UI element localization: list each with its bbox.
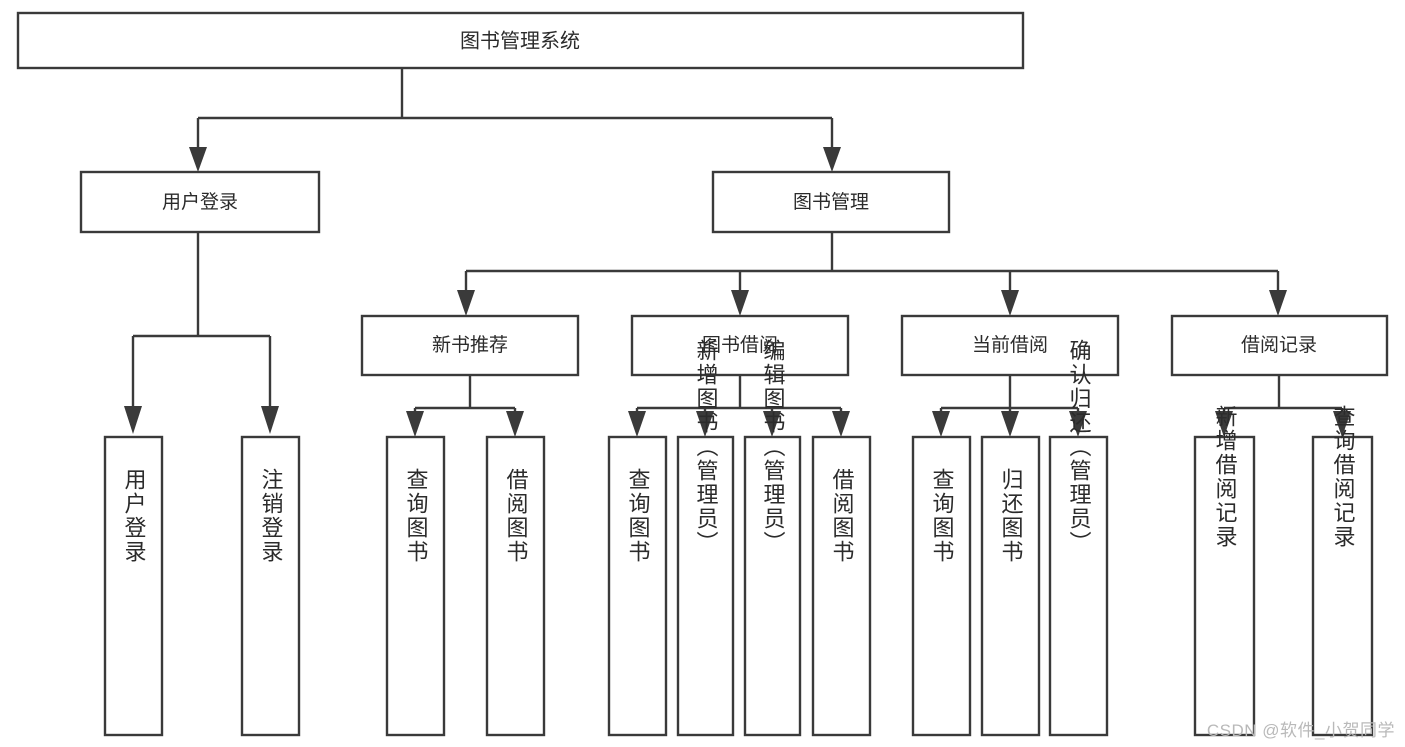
- leaf-current-borrow-query-box[interactable]: [911, 435, 972, 737]
- node-borrow-record[interactable]: 借阅记录: [1170, 314, 1389, 377]
- node-root[interactable]: 图书管理系统: [16, 11, 1025, 70]
- node-user-login-label: 用户登录: [162, 191, 238, 213]
- leaf-current-borrow-return[interactable]: 归还图书: [980, 435, 1041, 737]
- leaf-user-login-logout-box[interactable]: [240, 435, 301, 737]
- leaf-new-book-query[interactable]: 查询图书: [385, 435, 446, 737]
- arrow-bookmanage-b2: [731, 290, 749, 316]
- leaf-borrow-record-query[interactable]: 查询借阅记录: [1311, 405, 1374, 737]
- node-book-manage-box[interactable]: [711, 170, 951, 234]
- leaf-current-borrow-confirm-label: 确认归还（管理员）: [1067, 339, 1092, 555]
- leaf-new-book-borrow-label: 借阅图书: [504, 468, 529, 564]
- leaf-new-book-query-label: 查询图书: [404, 468, 429, 564]
- leaf-borrow-record-add-box[interactable]: [1193, 435, 1256, 737]
- node-new-book-recommend-label: 新书推荐: [432, 334, 508, 356]
- arrow-userlogin-b2: [261, 406, 279, 434]
- node-current-borrow-label: 当前借阅: [972, 334, 1048, 356]
- arrow-borrowbook-b3: [763, 411, 781, 437]
- node-book-borrow-label: 图书借阅: [702, 334, 778, 356]
- edges-root: [189, 68, 841, 172]
- node-borrow-record-label: 借阅记录: [1241, 334, 1317, 356]
- leaf-new-book-borrow-box[interactable]: [485, 435, 546, 737]
- leaf-user-login-logout-label: 注销登录: [259, 468, 284, 564]
- leaf-user-login-logout[interactable]: 注销登录: [240, 435, 301, 737]
- arrow-currentborrow-b3: [1069, 411, 1087, 437]
- arrow-newbook-b2: [506, 411, 524, 437]
- edges-borrow-book: [628, 375, 850, 437]
- node-new-book-recommend[interactable]: 新书推荐: [360, 314, 580, 377]
- leaf-user-login-login[interactable]: 用户登录: [103, 435, 164, 737]
- node-book-manage-label: 图书管理: [793, 191, 869, 213]
- leaf-new-book-query-box[interactable]: [385, 435, 446, 737]
- arrow-userlogin-b1: [124, 406, 142, 434]
- leaf-book-borrow-borrow-label: 借阅图书: [830, 468, 855, 564]
- leaf-book-borrow-borrow-box[interactable]: [811, 435, 872, 737]
- arrow-root-to-book-manage: [823, 147, 841, 172]
- leaf-book-borrow-edit-box[interactable]: [743, 435, 802, 737]
- leaf-borrow-record-add-label: 新增借阅记录: [1213, 405, 1238, 549]
- arrow-borrowbook-b1: [628, 411, 646, 437]
- leaf-book-borrow-edit[interactable]: 编辑图书（管理员）: [743, 339, 802, 737]
- leaf-book-borrow-query[interactable]: 查询图书: [607, 435, 668, 737]
- node-borrow-record-box[interactable]: [1170, 314, 1389, 377]
- node-book-manage[interactable]: 图书管理: [711, 170, 951, 234]
- leaf-user-login-login-label: 用户登录: [122, 468, 147, 564]
- edges-new-book: [406, 375, 524, 437]
- leaf-current-borrow-return-label: 归还图书: [999, 468, 1024, 564]
- leaf-user-login-login-box[interactable]: [103, 435, 164, 737]
- node-user-login[interactable]: 用户登录: [79, 170, 321, 234]
- node-current-borrow-box[interactable]: [900, 314, 1120, 377]
- arrow-currentborrow-b2: [1001, 411, 1019, 437]
- leaf-book-borrow-query-label: 查询图书: [626, 468, 651, 564]
- edges-user-login: [124, 232, 279, 434]
- leaf-current-borrow-confirm-box[interactable]: [1048, 435, 1109, 737]
- leaf-borrow-record-query-box[interactable]: [1311, 435, 1374, 737]
- edges-current-borrow: [932, 375, 1087, 437]
- leaf-current-borrow-query-label: 查询图书: [930, 468, 955, 564]
- arrow-bookmanage-b1: [457, 290, 475, 316]
- edges-borrow-record: [1215, 375, 1351, 437]
- node-book-borrow-box[interactable]: [630, 314, 850, 377]
- leaf-borrow-record-add[interactable]: 新增借阅记录: [1193, 405, 1256, 737]
- leaf-book-borrow-edit-label: 编辑图书（管理员）: [761, 339, 786, 555]
- leaf-book-borrow-add-label: 新增图书（管理员）: [694, 339, 719, 555]
- arrow-borrowrecord-b1: [1215, 411, 1233, 437]
- arrow-root-to-user-login: [189, 147, 207, 172]
- edges-book-manage: [457, 232, 1287, 316]
- node-root-label: 图书管理系统: [460, 29, 580, 52]
- leaf-current-borrow-confirm[interactable]: 确认归还（管理员）: [1048, 339, 1109, 737]
- node-new-book-recommend-box[interactable]: [360, 314, 580, 377]
- leaf-book-borrow-query-box[interactable]: [607, 435, 668, 737]
- arrow-newbook-b1: [406, 411, 424, 437]
- leaf-borrow-record-query-label: 查询借阅记录: [1331, 405, 1356, 549]
- arrow-currentborrow-b1: [932, 411, 950, 437]
- leaf-book-borrow-add[interactable]: 新增图书（管理员）: [676, 339, 735, 737]
- leaf-current-borrow-return-box[interactable]: [980, 435, 1041, 737]
- arrow-borrowbook-b2: [696, 411, 714, 437]
- node-current-borrow[interactable]: 当前借阅: [900, 314, 1120, 377]
- arrow-borrowbook-b4: [832, 411, 850, 437]
- arrow-bookmanage-b4: [1269, 290, 1287, 316]
- node-root-box[interactable]: [16, 11, 1025, 70]
- leaf-new-book-borrow[interactable]: 借阅图书: [485, 435, 546, 737]
- arrow-borrowrecord-b2: [1333, 411, 1351, 437]
- leaf-book-borrow-add-box[interactable]: [676, 435, 735, 737]
- leaf-book-borrow-borrow[interactable]: 借阅图书: [811, 435, 872, 737]
- node-user-login-box[interactable]: [79, 170, 321, 234]
- arrow-bookmanage-b3: [1001, 290, 1019, 316]
- node-book-borrow[interactable]: 图书借阅: [630, 314, 850, 377]
- leaf-current-borrow-query[interactable]: 查询图书: [911, 435, 972, 737]
